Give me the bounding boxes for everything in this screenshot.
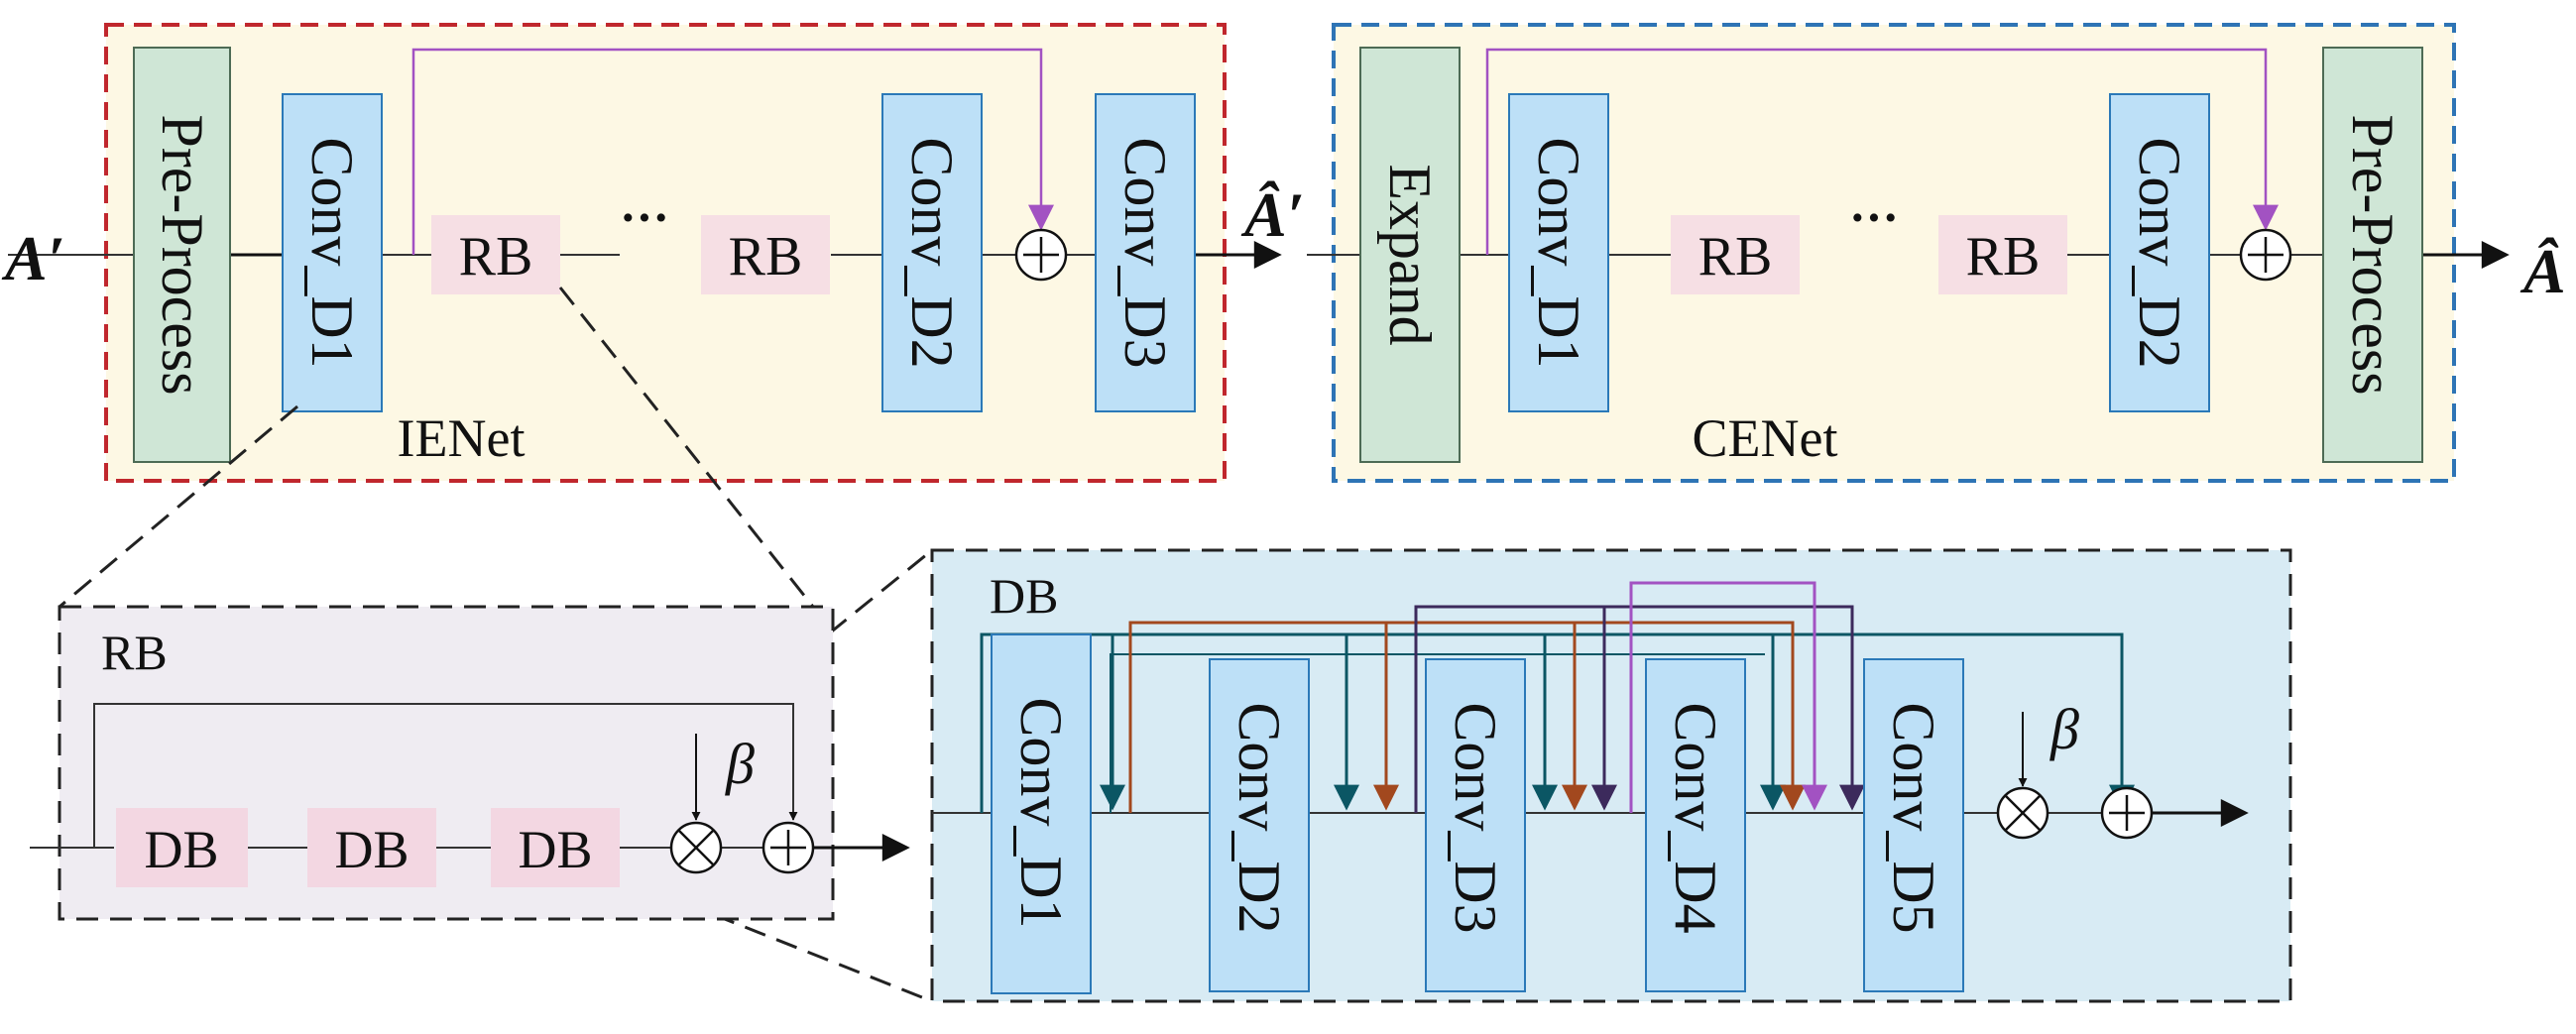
- intermediate-a-hat-prime-label: Â′: [1240, 179, 1305, 250]
- rb-db-3-label: DB: [518, 820, 592, 879]
- rb-db-2-block: DB: [307, 808, 436, 887]
- ienet-conv-d1-block: Conv_D1: [282, 93, 383, 412]
- db-conv-d2-label: Conv_D2: [1227, 702, 1292, 933]
- cenet-conv-d2-label: Conv_D2: [2127, 137, 2192, 368]
- ienet-conv-d1-label: Conv_D1: [299, 137, 365, 368]
- ienet-rb-2-label: RB: [729, 226, 803, 287]
- db-conv-d1-block: Conv_D1: [991, 633, 1092, 994]
- rb-detail-title: RB: [101, 625, 168, 680]
- cenet-expand-block: Expand: [1359, 47, 1461, 463]
- cenet-title: CENet: [1693, 408, 1838, 468]
- db-conv-d3-label: Conv_D3: [1443, 702, 1508, 933]
- ienet-conv-d2-label: Conv_D2: [899, 137, 965, 368]
- db-beta-label: β: [2049, 697, 2079, 761]
- db-conv-d5-block: Conv_D5: [1863, 658, 1964, 992]
- rb-db-3-block: DB: [491, 808, 620, 887]
- cenet-rb-2-label: RB: [1966, 226, 2041, 287]
- ienet-rb-1-label: RB: [459, 226, 533, 287]
- cenet-ellipsis: ···: [1849, 189, 1899, 245]
- ienet-add-operator: [1014, 228, 1068, 282]
- zoom-connector-lines: [59, 287, 933, 1003]
- ienet-title: IENet: [398, 408, 526, 468]
- db-conv-d4-block: Conv_D4: [1645, 658, 1746, 992]
- rb-multiply-operator: [669, 821, 723, 874]
- rb-beta-label: β: [725, 732, 755, 796]
- cenet-panel: Expand Conv_D1 RB ··· RB Conv_D2 Pre-Pro…: [1307, 23, 2510, 483]
- db-conv-d2-block: Conv_D2: [1209, 658, 1310, 992]
- cenet-rb-1-block: RB: [1671, 215, 1800, 294]
- rb-db-2-label: DB: [334, 820, 409, 879]
- ienet-conv-d3-label: Conv_D3: [1112, 137, 1178, 368]
- db-detail-panel: DB β Conv_D1: [930, 548, 2292, 1003]
- rb-detail-panel: RB β DB DB DB: [30, 605, 910, 921]
- input-a-prime-label: A′: [1, 223, 65, 293]
- db-add-operator: [2100, 786, 2154, 840]
- cenet-rb-1-label: RB: [1698, 226, 1773, 287]
- cenet-conv-d1-block: Conv_D1: [1508, 93, 1609, 412]
- rb-add-operator: [761, 821, 815, 874]
- rb-db-1-label: DB: [144, 820, 218, 879]
- cenet-add-operator: [2239, 228, 2292, 282]
- db-detail-title: DB: [990, 568, 1058, 624]
- ienet-ellipsis: ···: [620, 189, 669, 245]
- ienet-rb-1-block: RB: [431, 215, 560, 294]
- cenet-preprocess-label: Pre-Process: [2340, 114, 2405, 395]
- cenet-expand-label: Expand: [1377, 164, 1443, 345]
- db-conv-d4-label: Conv_D4: [1663, 702, 1728, 933]
- cenet-rb-2-block: RB: [1938, 215, 2067, 294]
- output-a-hat-label: Â: [2519, 236, 2566, 306]
- db-multiply-operator: [1996, 786, 2049, 840]
- ienet-rb-2-block: RB: [701, 215, 830, 294]
- ienet-preprocess-label: Pre-Process: [150, 114, 215, 395]
- db-conv-d5-label: Conv_D5: [1881, 702, 1946, 933]
- rb-db-1-block: DB: [116, 808, 248, 887]
- cenet-conv-d1-label: Conv_D1: [1526, 137, 1591, 368]
- cenet-preprocess-block: Pre-Process: [2322, 47, 2423, 463]
- ienet-conv-d3-block: Conv_D3: [1095, 93, 1196, 412]
- db-conv-d3-block: Conv_D3: [1425, 658, 1526, 992]
- ienet-conv-d2-block: Conv_D2: [881, 93, 983, 412]
- cenet-conv-d2-block: Conv_D2: [2109, 93, 2210, 412]
- db-conv-d1-label: Conv_D1: [1008, 697, 1074, 928]
- ienet-panel: Pre-Process Conv_D1 RB ··· RB Conv_D2 Co…: [8, 23, 1282, 483]
- ienet-preprocess-block: Pre-Process: [133, 47, 231, 463]
